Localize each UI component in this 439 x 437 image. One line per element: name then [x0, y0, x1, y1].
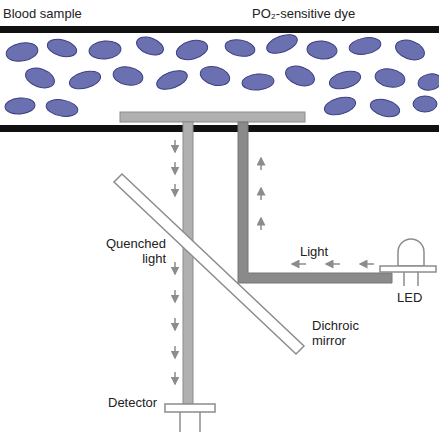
light-label: Light — [300, 244, 328, 259]
quenched-light-label: Quenched light — [100, 236, 166, 266]
blood-cell — [374, 67, 407, 90]
sample-label: Blood sample — [3, 6, 82, 21]
blood-cell — [4, 97, 35, 116]
blood-cell — [45, 97, 79, 118]
blood-cell — [134, 34, 166, 59]
blood-cell — [241, 73, 274, 92]
blood-cell — [283, 62, 317, 89]
blood-cell — [5, 40, 40, 63]
blood-cell — [154, 67, 190, 93]
detector-label: Detector — [108, 395, 157, 410]
led-label: LED — [397, 290, 422, 305]
blood-cell — [88, 40, 121, 61]
blood-cell — [112, 65, 145, 88]
dye-label: PO₂-sensitive dye — [252, 6, 355, 21]
blood-cell — [348, 35, 382, 56]
blood-cell — [417, 72, 439, 92]
blood-cell — [198, 63, 232, 88]
blood-cell — [393, 36, 427, 63]
blood-cell — [306, 40, 337, 61]
blood-cell — [322, 94, 357, 118]
blood-cell — [67, 68, 102, 92]
blood-cell — [23, 64, 57, 91]
blood-cell — [45, 36, 78, 59]
blood-cell — [413, 96, 437, 112]
blood-cell — [368, 96, 401, 119]
blood-cell — [264, 31, 300, 57]
blood-cell — [224, 38, 256, 59]
blood-cell — [327, 68, 362, 92]
mirror-label: Dichroic mirror — [312, 318, 374, 348]
blood-cell — [174, 37, 210, 63]
